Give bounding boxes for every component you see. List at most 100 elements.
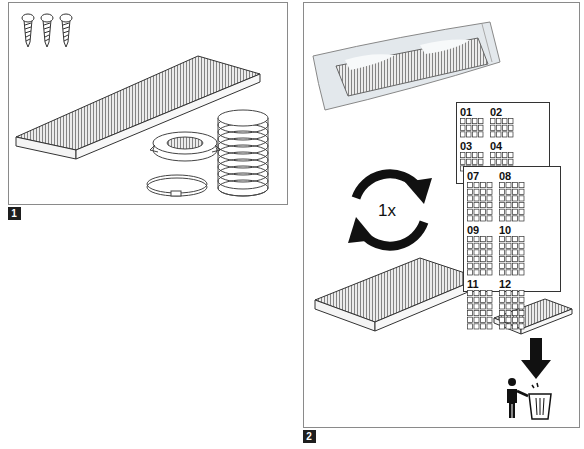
day-square [487, 311, 492, 316]
month-number: 01 [460, 106, 472, 118]
day-square [474, 237, 479, 242]
day-square [467, 132, 472, 137]
bagged-filter [336, 38, 488, 96]
day-square [513, 324, 518, 329]
bag-seal [482, 24, 492, 62]
day-square [474, 270, 479, 275]
day-square [503, 132, 508, 137]
day-square [468, 324, 473, 329]
day-square [513, 297, 518, 302]
day-square [519, 324, 524, 329]
day-square [500, 257, 505, 262]
day-square [474, 324, 479, 329]
day-square [513, 216, 518, 221]
day-square [519, 189, 524, 194]
day-square [519, 209, 524, 214]
day-square [500, 237, 505, 242]
day-square [506, 203, 511, 208]
day-square [474, 311, 479, 316]
day-square [497, 125, 502, 130]
cycle-arc [363, 222, 424, 246]
month-cell: 12 [499, 278, 529, 330]
day-square [491, 119, 496, 124]
day-square [506, 196, 511, 201]
day-square [513, 250, 518, 255]
step-panel: 1 [8, 2, 288, 205]
day-square [506, 209, 511, 214]
day-square [481, 324, 486, 329]
day-square [474, 243, 479, 248]
day-square [519, 243, 524, 248]
day-square [468, 209, 473, 214]
day-square [500, 297, 505, 302]
day-square [487, 263, 492, 268]
month-number: 04 [490, 140, 502, 152]
filter-front [494, 318, 521, 334]
day-square [509, 132, 514, 137]
day-square [500, 311, 505, 316]
day-square [467, 153, 472, 158]
day-square [479, 125, 484, 130]
day-square [474, 216, 479, 221]
day-square [513, 203, 518, 208]
down-arrow-head [521, 360, 551, 379]
day-square [506, 257, 511, 262]
day-square [513, 317, 518, 322]
day-square [506, 297, 511, 302]
day-square [491, 125, 496, 130]
screw-thread [63, 23, 69, 41]
day-square [487, 291, 492, 296]
day-square [474, 291, 479, 296]
day-square [519, 183, 524, 188]
day-square [468, 263, 473, 268]
flexible-duct [218, 110, 268, 196]
day-square [500, 189, 505, 194]
cycle-arrowhead [348, 217, 375, 243]
day-square [487, 196, 492, 201]
day-square [500, 270, 505, 275]
day-square [481, 270, 486, 275]
day-square [506, 270, 511, 275]
day-square [481, 189, 486, 194]
bag [313, 22, 500, 110]
month-cell: 11 [467, 278, 497, 330]
day-square [461, 125, 466, 130]
day-square [468, 304, 473, 309]
day-square [513, 291, 518, 296]
month-cell: 08 [499, 170, 529, 222]
day-square [497, 153, 502, 158]
month-cell: 09 [467, 224, 497, 276]
day-square [487, 216, 492, 221]
day-square [519, 203, 524, 208]
day-square [474, 250, 479, 255]
day-square [473, 125, 478, 130]
day-square [481, 237, 486, 242]
step-number: 1 [8, 207, 21, 220]
hose-clamp [147, 175, 207, 196]
day-square [503, 125, 508, 130]
month-number: 02 [490, 106, 502, 118]
day-square [513, 257, 518, 262]
day-square [519, 263, 524, 268]
day-square [500, 209, 505, 214]
screw-thread [44, 23, 50, 41]
day-grid [460, 118, 484, 138]
day-grid [490, 118, 514, 138]
day-square [503, 159, 508, 164]
month-cell: 07 [467, 170, 497, 222]
day-square [468, 196, 473, 201]
day-square [468, 311, 473, 316]
day-square [487, 183, 492, 188]
month-cell: 01 [460, 106, 488, 138]
day-square [487, 203, 492, 208]
day-square [506, 250, 511, 255]
day-square [500, 183, 505, 188]
day-square [481, 263, 486, 268]
day-square [509, 119, 514, 124]
duct-collar [150, 132, 220, 161]
day-square [479, 119, 484, 124]
day-grid [499, 236, 525, 276]
day-square [519, 291, 524, 296]
bag-glare [345, 40, 470, 70]
day-square [481, 203, 486, 208]
